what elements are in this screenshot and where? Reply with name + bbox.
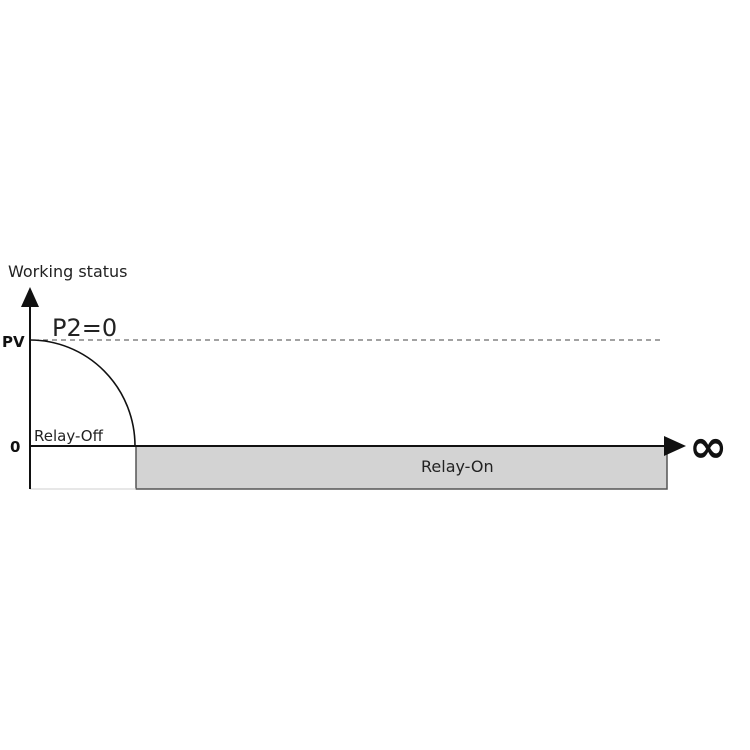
y-axis-title: Working status <box>8 262 128 281</box>
x-axis-arrow <box>664 436 686 456</box>
y-tick-pv: PV <box>2 333 25 351</box>
infinity-symbol: ∞ <box>689 419 727 473</box>
parameter-label: P2=0 <box>52 314 117 342</box>
relay-off-label: Relay-Off <box>34 427 104 445</box>
y-tick-zero: 0 <box>10 438 20 456</box>
relay-on-region <box>135 445 668 490</box>
relay-on-label: Relay-On <box>421 457 494 476</box>
y-axis-arrow <box>21 287 39 307</box>
decay-curve <box>29 339 136 447</box>
